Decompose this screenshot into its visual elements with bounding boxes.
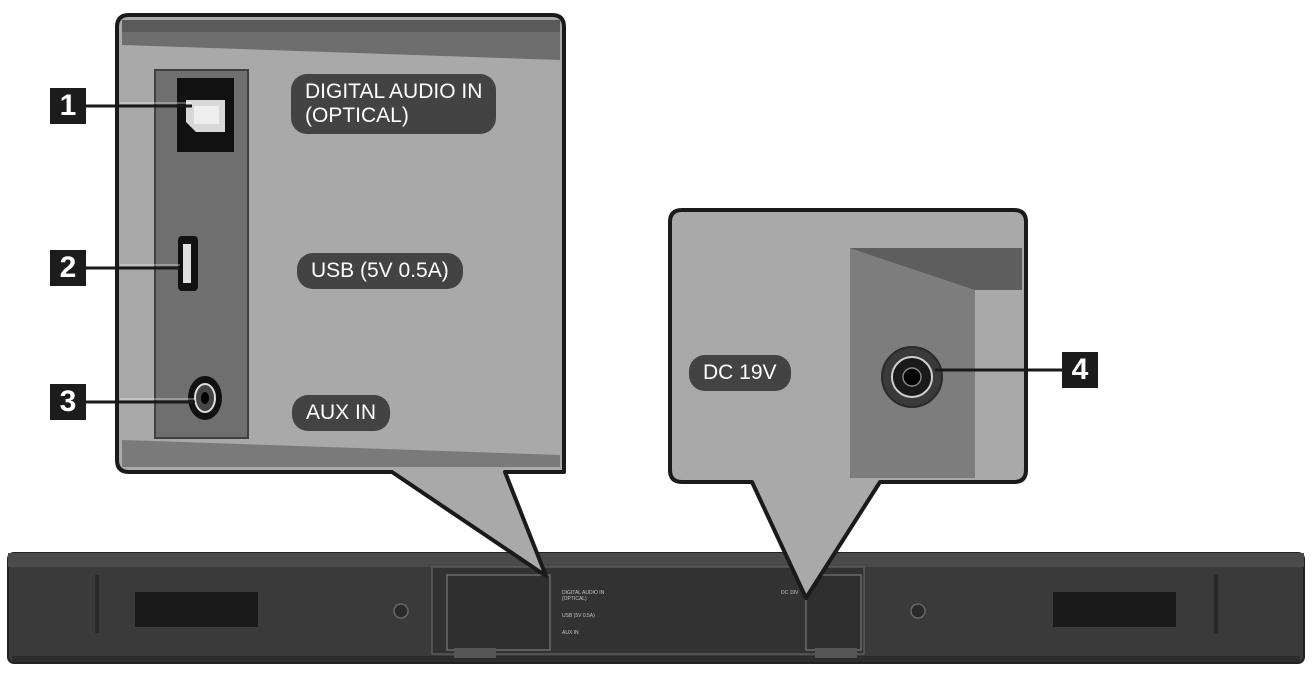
left-vent xyxy=(135,592,258,627)
left-callout-panel xyxy=(115,13,566,578)
callout-number-4: 4 xyxy=(1062,352,1098,388)
left-connector-panel xyxy=(446,574,551,651)
aux-in-label: AUX IN xyxy=(292,395,391,431)
usb-port-icon xyxy=(178,236,198,291)
callout-number-1: 1 xyxy=(50,88,86,124)
digital-audio-in-label: DIGITAL AUDIO IN (OPTICAL) xyxy=(291,74,497,134)
right-connector-panel xyxy=(805,574,862,651)
soundbar-label-optical: DIGITAL AUDIO IN (OPTICAL) xyxy=(562,590,605,602)
leader-halos xyxy=(120,102,195,400)
right-callout-panel xyxy=(668,208,1028,600)
soundbar-label-usb: USB (5V 0.5A) xyxy=(562,613,595,619)
aux-jack-icon xyxy=(188,376,222,420)
right-vent xyxy=(1053,592,1176,627)
dc-19v-label: DC 19V xyxy=(689,355,791,391)
right-screw-icon xyxy=(910,603,926,619)
right-foot xyxy=(815,648,857,658)
callout-number-2: 2 xyxy=(50,250,86,286)
left-foot xyxy=(454,648,496,658)
callout-number-3: 3 xyxy=(50,384,86,420)
soundbar-label-dc: DC 19V xyxy=(781,590,799,596)
optical-port-icon xyxy=(177,78,234,152)
soundbar xyxy=(7,552,1305,664)
usb-label: USB (5V 0.5A) xyxy=(297,253,463,289)
leader-lines xyxy=(84,104,1062,404)
right-groove xyxy=(1214,575,1218,633)
left-groove xyxy=(95,575,99,633)
dc-jack-icon xyxy=(881,346,943,408)
left-screw-icon xyxy=(393,603,409,619)
soundbar-label-aux: AUX IN xyxy=(562,630,579,636)
